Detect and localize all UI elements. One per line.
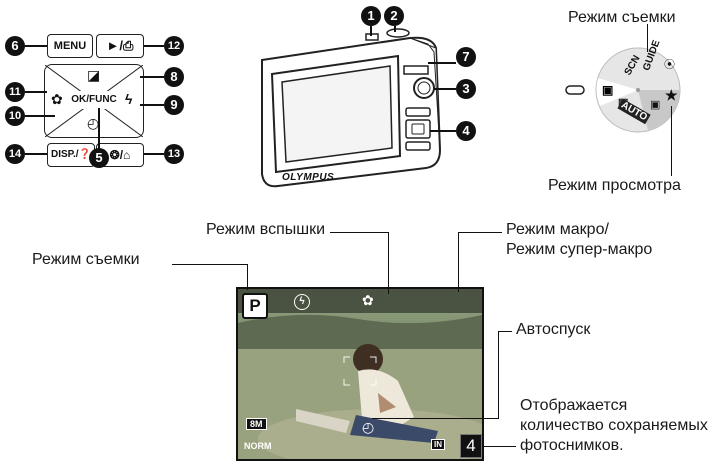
camera-body xyxy=(261,28,442,188)
label-macro-line1: Режим макро/ xyxy=(506,221,609,238)
image-size-badge: 8M xyxy=(246,418,267,430)
svg-text:▣: ▣ xyxy=(650,99,660,111)
label-shots-line3: фотоснимков. xyxy=(520,437,624,454)
flash-mode-icon: ϟ xyxy=(294,294,310,310)
callout-9: 9 xyxy=(164,95,184,115)
macro-icon[interactable]: ✿ xyxy=(51,91,63,107)
callout-10: 10 xyxy=(5,106,25,126)
callout-7: 7 xyxy=(456,47,476,67)
callout-3: 3 xyxy=(456,79,476,99)
svg-text:▣: ▣ xyxy=(602,83,613,97)
label-shooting-mode: Режим съемки xyxy=(32,251,140,268)
disp-button[interactable]: DISP./❓ xyxy=(47,143,95,167)
callout-1: 1 xyxy=(361,6,381,26)
mode-dial[interactable]: ▣ ▣ ★ ▣ ⦿ AUTO SCN GUIDE xyxy=(540,24,720,188)
shots-remaining: 4 xyxy=(460,434,482,458)
callout-11: 11 xyxy=(5,82,25,102)
label-shots-line1: Отображается xyxy=(520,397,628,414)
memory-badge: IN xyxy=(431,439,445,450)
macro-mode-icon: ✿ xyxy=(362,292,374,308)
callout-2: 2 xyxy=(384,6,404,26)
flash-icon[interactable]: ϟ xyxy=(125,91,133,107)
callout-13: 13 xyxy=(164,144,184,164)
callout-14: 14 xyxy=(5,144,25,164)
ok-func-button[interactable]: OK/FUNC xyxy=(69,91,119,109)
arrow-pad[interactable]: OK/FUNC ◪ ✿ ϟ ◴ xyxy=(44,64,144,138)
camera-brand: OLYMPUS xyxy=(282,172,335,183)
menu-button[interactable]: MENU xyxy=(47,34,93,58)
control-pad: 6 MENU ►/⎙ 12 OK/FUNC ◪ ✿ ϟ ◴ 11 10 8 9 … xyxy=(0,0,210,200)
mode-dial-bottom-label: Режим просмотра xyxy=(548,177,681,194)
camera-illustration: OLYMPUS 1 2 7 3 4 xyxy=(250,0,510,200)
label-shots-line2: количество сохраняемых xyxy=(520,417,708,434)
mode-dial-title: Режим съемки xyxy=(568,9,676,26)
svg-text:★: ★ xyxy=(665,87,678,103)
quality-label: NORM xyxy=(244,441,272,451)
self-timer-icon: ◴ xyxy=(362,419,375,435)
lcd-screen: P ϟ ✿ ◴ 8M NORM IN 4 xyxy=(236,287,484,461)
label-self-timer: Автоспуск xyxy=(516,321,591,338)
shooting-mode-badge: P xyxy=(242,293,268,319)
callout-5: 5 xyxy=(89,148,109,168)
selftimer-icon[interactable]: ◴ xyxy=(87,115,100,131)
exposure-icon[interactable]: ◪ xyxy=(87,67,101,83)
label-flash-mode: Режим вспышки xyxy=(206,221,326,238)
callout-6: 6 xyxy=(5,36,25,56)
label-macro-line2: Режим супер-макро xyxy=(506,241,653,258)
lcd-photo xyxy=(238,289,482,459)
svg-text:⦿: ⦿ xyxy=(664,58,675,71)
playback-print-button[interactable]: ►/⎙ xyxy=(96,34,144,58)
callout-12: 12 xyxy=(164,36,184,56)
callout-4: 4 xyxy=(456,121,476,141)
callout-8: 8 xyxy=(164,67,184,87)
